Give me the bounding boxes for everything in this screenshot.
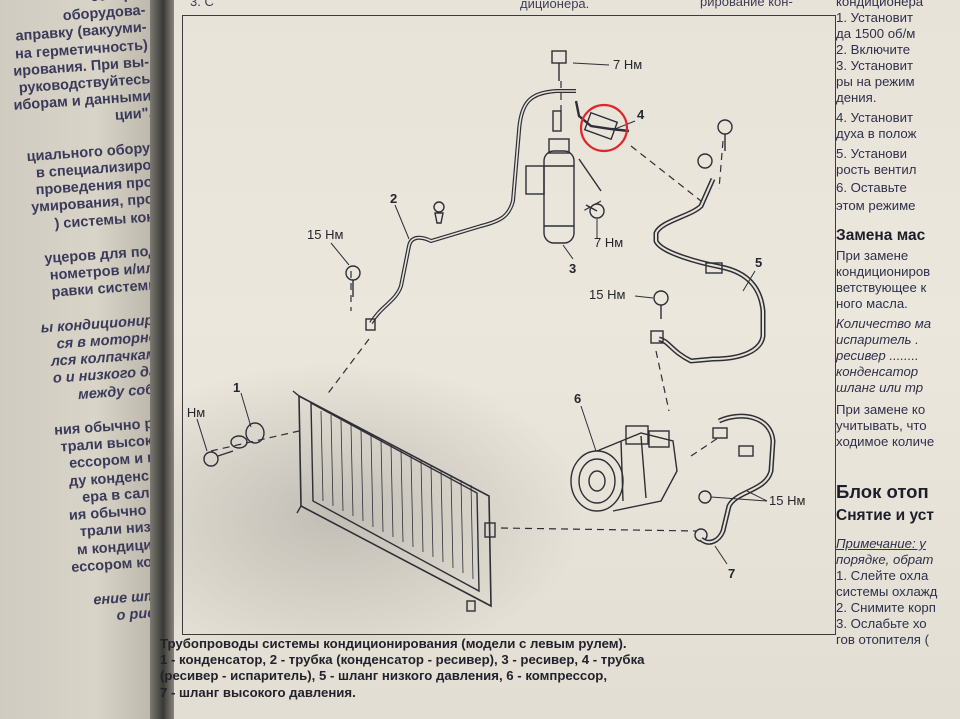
right-column-line: испаритель .	[836, 332, 919, 347]
torque-condenser: 7 Нм	[183, 405, 205, 420]
right-column-line: дения.	[836, 90, 877, 105]
right-column-line: гов отопителя (	[836, 632, 929, 647]
book-page-right	[168, 0, 960, 719]
right-column-line: кондиционера	[836, 0, 924, 9]
right-column-line: рость вентил	[836, 162, 917, 177]
right-column-line: Количество ма	[836, 316, 932, 331]
right-column-line: порядке, обрат	[836, 552, 934, 567]
callout-2: 2	[390, 191, 397, 206]
caption-line-2: 1 - конденсатор, 2 - трубка (конденсатор…	[160, 652, 645, 668]
hose-5	[653, 177, 766, 364]
right-column-line: При замене ко	[836, 402, 926, 417]
dashed-connection-lines	[210, 81, 724, 532]
right-column-line: 3. Установит	[836, 58, 914, 73]
right-column-line: этом режиме	[836, 198, 916, 213]
right-column-line: ветствующее к	[836, 280, 927, 295]
right-column-line: учитывать, что	[836, 418, 927, 433]
receiver-3	[525, 110, 602, 244]
right-column-line: 1. Слейте охла	[836, 568, 929, 583]
right-column-line: ресивер ........	[836, 348, 919, 363]
callout-7: 7	[728, 566, 735, 581]
callout-4: 4	[637, 107, 645, 122]
condenser-fins	[320, 410, 474, 580]
left-column-text: ессора.оборудова-аправку (вакууми-на гер…	[0, 0, 160, 631]
right-column-line: 6. Оставьте	[836, 180, 907, 195]
torque-tube2: 15 Нм	[307, 227, 343, 242]
right-column-line: кондициониров	[836, 264, 931, 279]
right-column-line: да 1500 об/м	[836, 26, 916, 41]
top-text-center: диционера.	[520, 0, 590, 11]
right-column-line: При замене	[836, 248, 909, 263]
right-column-line: 1. Установит	[836, 10, 914, 25]
highlight-circle	[579, 103, 629, 153]
book-page-left: ессора.оборудова-аправку (вакууми-на гер…	[0, 0, 160, 719]
callout-3: 3	[569, 261, 576, 276]
torque-receiver: 7 Нм	[594, 235, 623, 250]
right-column-heading: Замена мас	[836, 227, 926, 244]
right-column-line: Примечание: у	[836, 536, 926, 551]
ac-pipes-diagram: 2 3 4 5 6 1 7 7 Нм 7 Нм 15 Нм 15 Нм 7 Нм…	[183, 50, 805, 612]
right-column-line: духа в полож	[836, 126, 917, 141]
right-column-line: ходимое количе	[836, 434, 935, 449]
caption-line-1: Трубопроводы системы кондиционирования (…	[160, 636, 627, 651]
right-column-line: ного масла.	[836, 296, 908, 311]
top-text-left: 3. С	[190, 0, 214, 9]
callout-leaders	[196, 62, 768, 565]
right-column-heading: Блок отоп	[836, 481, 929, 502]
figure-caption: Трубопроводы системы кондиционирования (…	[160, 636, 830, 701]
right-column-line: системы охлажд	[836, 584, 938, 599]
right-column-line: конденсатор	[836, 364, 919, 379]
torque-hose7: 15 Нм	[769, 493, 805, 508]
hose-7	[699, 413, 776, 545]
top-text-right: рирование кон-	[700, 0, 793, 9]
right-column-line: 2. Включите	[836, 42, 911, 57]
right-column-heading: Снятие и уст	[836, 507, 934, 524]
tube-4	[574, 100, 630, 133]
right-column-line: ры на режим	[836, 74, 915, 89]
torque-top: 7 Нм	[613, 57, 642, 72]
caption-line-3: (ресивер - испаритель), 5 - шланг низког…	[160, 668, 608, 684]
callout-5: 5	[755, 255, 762, 270]
torque-hose5: 15 Нм	[589, 287, 625, 302]
condenser-1	[230, 390, 496, 612]
right-column-line: 5. Установи	[836, 146, 907, 161]
right-column-line: 4. Установит	[836, 110, 914, 125]
caption-line-4: 7 - шланг высокого давления.	[160, 684, 356, 700]
callout-6: 6	[574, 391, 581, 406]
right-column-line: шланг или тр	[836, 380, 924, 395]
bolts	[203, 50, 733, 542]
right-column-line: 2. Снимите корп	[836, 600, 936, 615]
book-gutter	[150, 0, 174, 719]
tube-2	[369, 89, 576, 325]
compressor-6	[570, 425, 678, 512]
diagram-frame: 2 3 4 5 6 1 7 7 Нм 7 Нм 15 Нм 15 Нм 7 Нм…	[182, 15, 836, 635]
right-column-line: 3. Ослабьте хо	[836, 616, 927, 631]
callout-1: 1	[233, 380, 240, 395]
